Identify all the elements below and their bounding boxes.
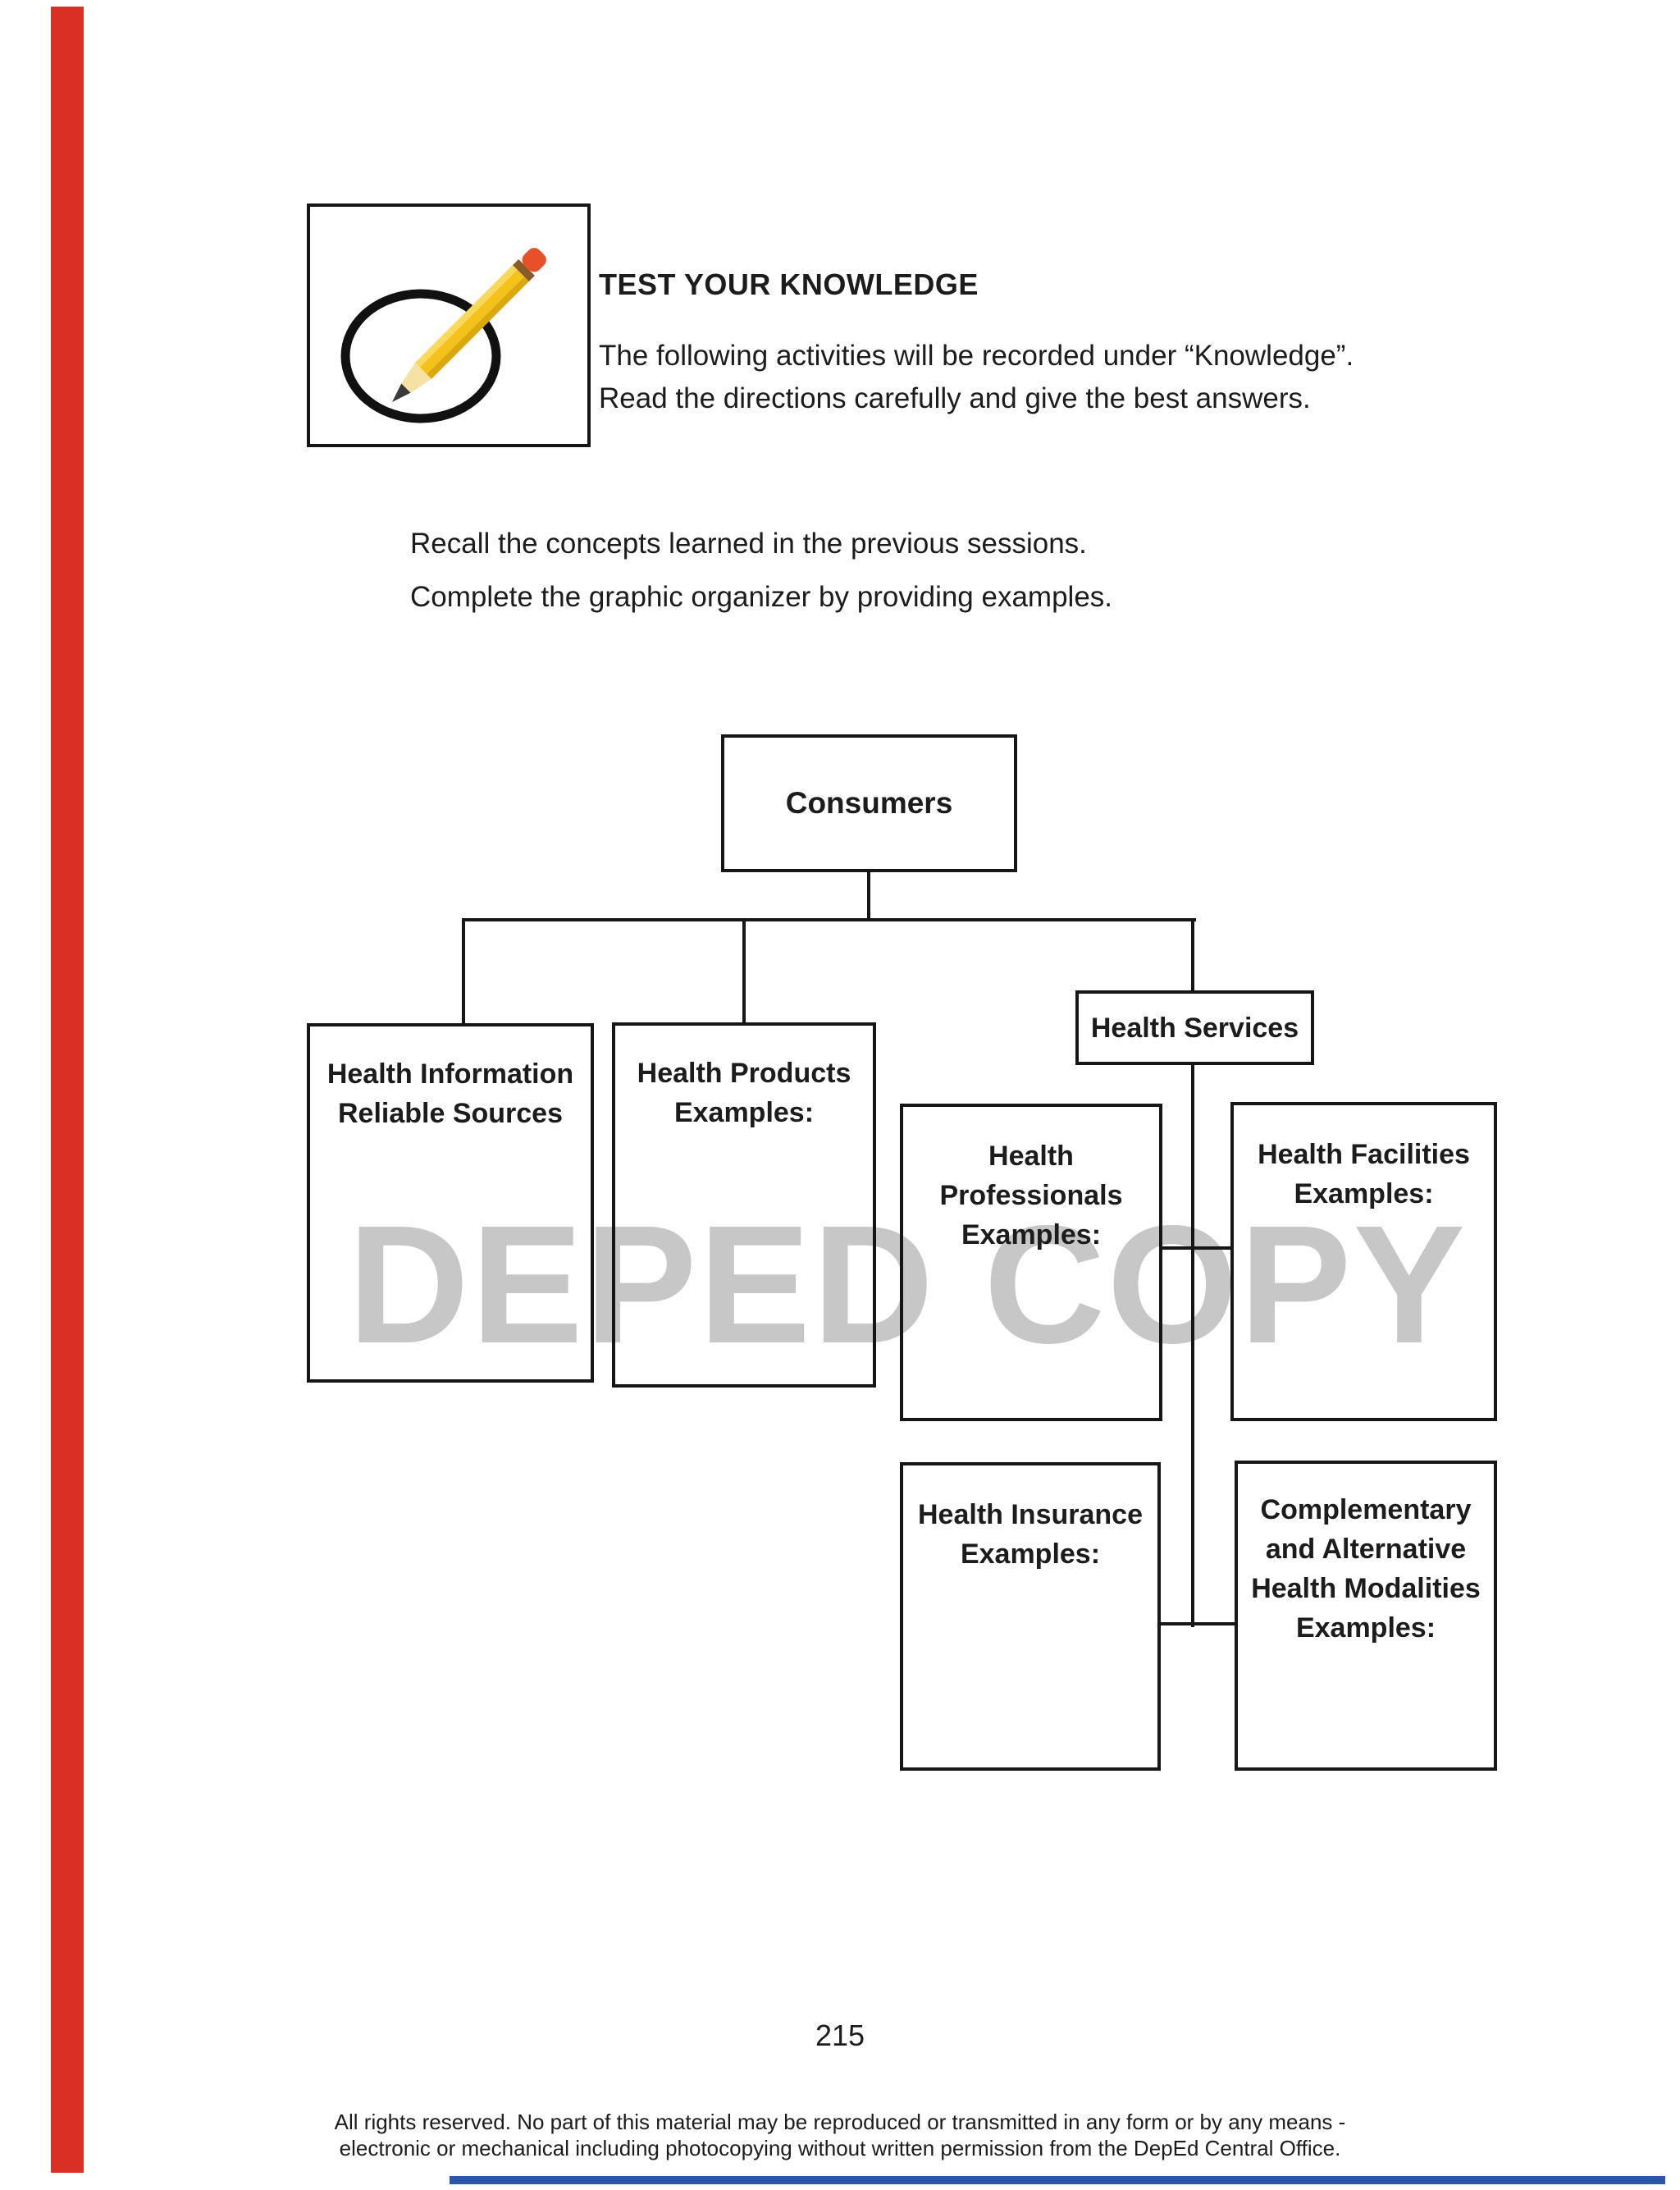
node-health-professionals-label-line1: Health bbox=[988, 1141, 1074, 1172]
node-complementary-label-line1: Complementary bbox=[1260, 1494, 1472, 1525]
node-consumers: Consumers bbox=[721, 734, 1017, 872]
connector-services-down bbox=[1191, 1063, 1194, 1627]
node-health-information-label-line2: Reliable Sources bbox=[337, 1098, 563, 1129]
copyright-line2: electronic or mechanical including photo… bbox=[339, 2136, 1341, 2160]
directions-line1: Recall the concepts learned in the previ… bbox=[410, 528, 1087, 560]
connector-consumers-down bbox=[867, 871, 870, 921]
node-health-insurance-label-line2: Examples: bbox=[960, 1538, 1101, 1570]
node-health-insurance-label-line1: Health Insurance bbox=[918, 1499, 1143, 1530]
node-health-information-label-line1: Health Information bbox=[326, 1058, 574, 1090]
node-health-products-label-line2: Examples: bbox=[673, 1097, 815, 1128]
node-health-professionals-label-line2: Professionals bbox=[939, 1180, 1123, 1211]
deped-copy-watermark: DEPED COPY bbox=[348, 1191, 1468, 1378]
activity-intro-line1: The following activities will be recorde… bbox=[599, 340, 1354, 372]
node-complementary-alternative: Complementary and Alternative Health Mod… bbox=[1235, 1461, 1497, 1771]
node-health-insurance: Health Insurance Examples: bbox=[900, 1462, 1161, 1771]
connector-drop-health-services bbox=[1191, 918, 1194, 992]
pencil-in-oval-icon bbox=[310, 248, 587, 447]
node-health-products: Health Products Examples: bbox=[612, 1022, 876, 1388]
node-health-information: Health Information Reliable Sources bbox=[307, 1023, 594, 1383]
bottom-edge-blue-bar bbox=[450, 2176, 1665, 2184]
node-complementary-label-line4: Examples: bbox=[1295, 1612, 1436, 1644]
node-health-facilities-label-line1: Health Facilities bbox=[1258, 1139, 1470, 1170]
activity-title: TEST YOUR KNOWLEDGE bbox=[599, 267, 979, 301]
directions-line2: Complete the graphic organizer by provid… bbox=[410, 581, 1113, 613]
node-health-professionals: Health Professionals Examples: bbox=[900, 1104, 1162, 1421]
node-consumers-label: Consumers bbox=[785, 786, 953, 820]
node-health-products-label-line1: Health Products bbox=[637, 1058, 851, 1089]
node-health-services: Health Services bbox=[1075, 990, 1314, 1065]
activity-intro-line2: Read the directions carefully and give t… bbox=[599, 382, 1311, 414]
node-health-services-label: Health Services bbox=[1090, 1012, 1299, 1044]
connector-professionals-facilities bbox=[1161, 1246, 1232, 1250]
node-complementary-label-line3: Health Modalities bbox=[1251, 1573, 1481, 1604]
connector-drop-health-products bbox=[742, 918, 746, 1024]
left-edge-red-bar bbox=[51, 7, 84, 2173]
connector-drop-health-information bbox=[462, 918, 465, 1025]
node-health-facilities-label-line2: Examples: bbox=[1294, 1178, 1434, 1209]
node-complementary-label-line2: and Alternative bbox=[1265, 1534, 1467, 1565]
page-number: 215 bbox=[815, 2019, 865, 2052]
activity-icon-box bbox=[307, 203, 591, 447]
node-health-professionals-label-line3: Examples: bbox=[961, 1219, 1102, 1250]
copyright-line1: All rights reserved. No part of this mat… bbox=[334, 2110, 1346, 2134]
copyright-notice: All rights reserved. No part of this mat… bbox=[0, 2109, 1680, 2161]
connector-insurance-complementary bbox=[1159, 1622, 1236, 1625]
node-health-facilities: Health Facilities Examples: bbox=[1230, 1102, 1497, 1421]
connector-main-horizontal bbox=[462, 918, 1196, 921]
